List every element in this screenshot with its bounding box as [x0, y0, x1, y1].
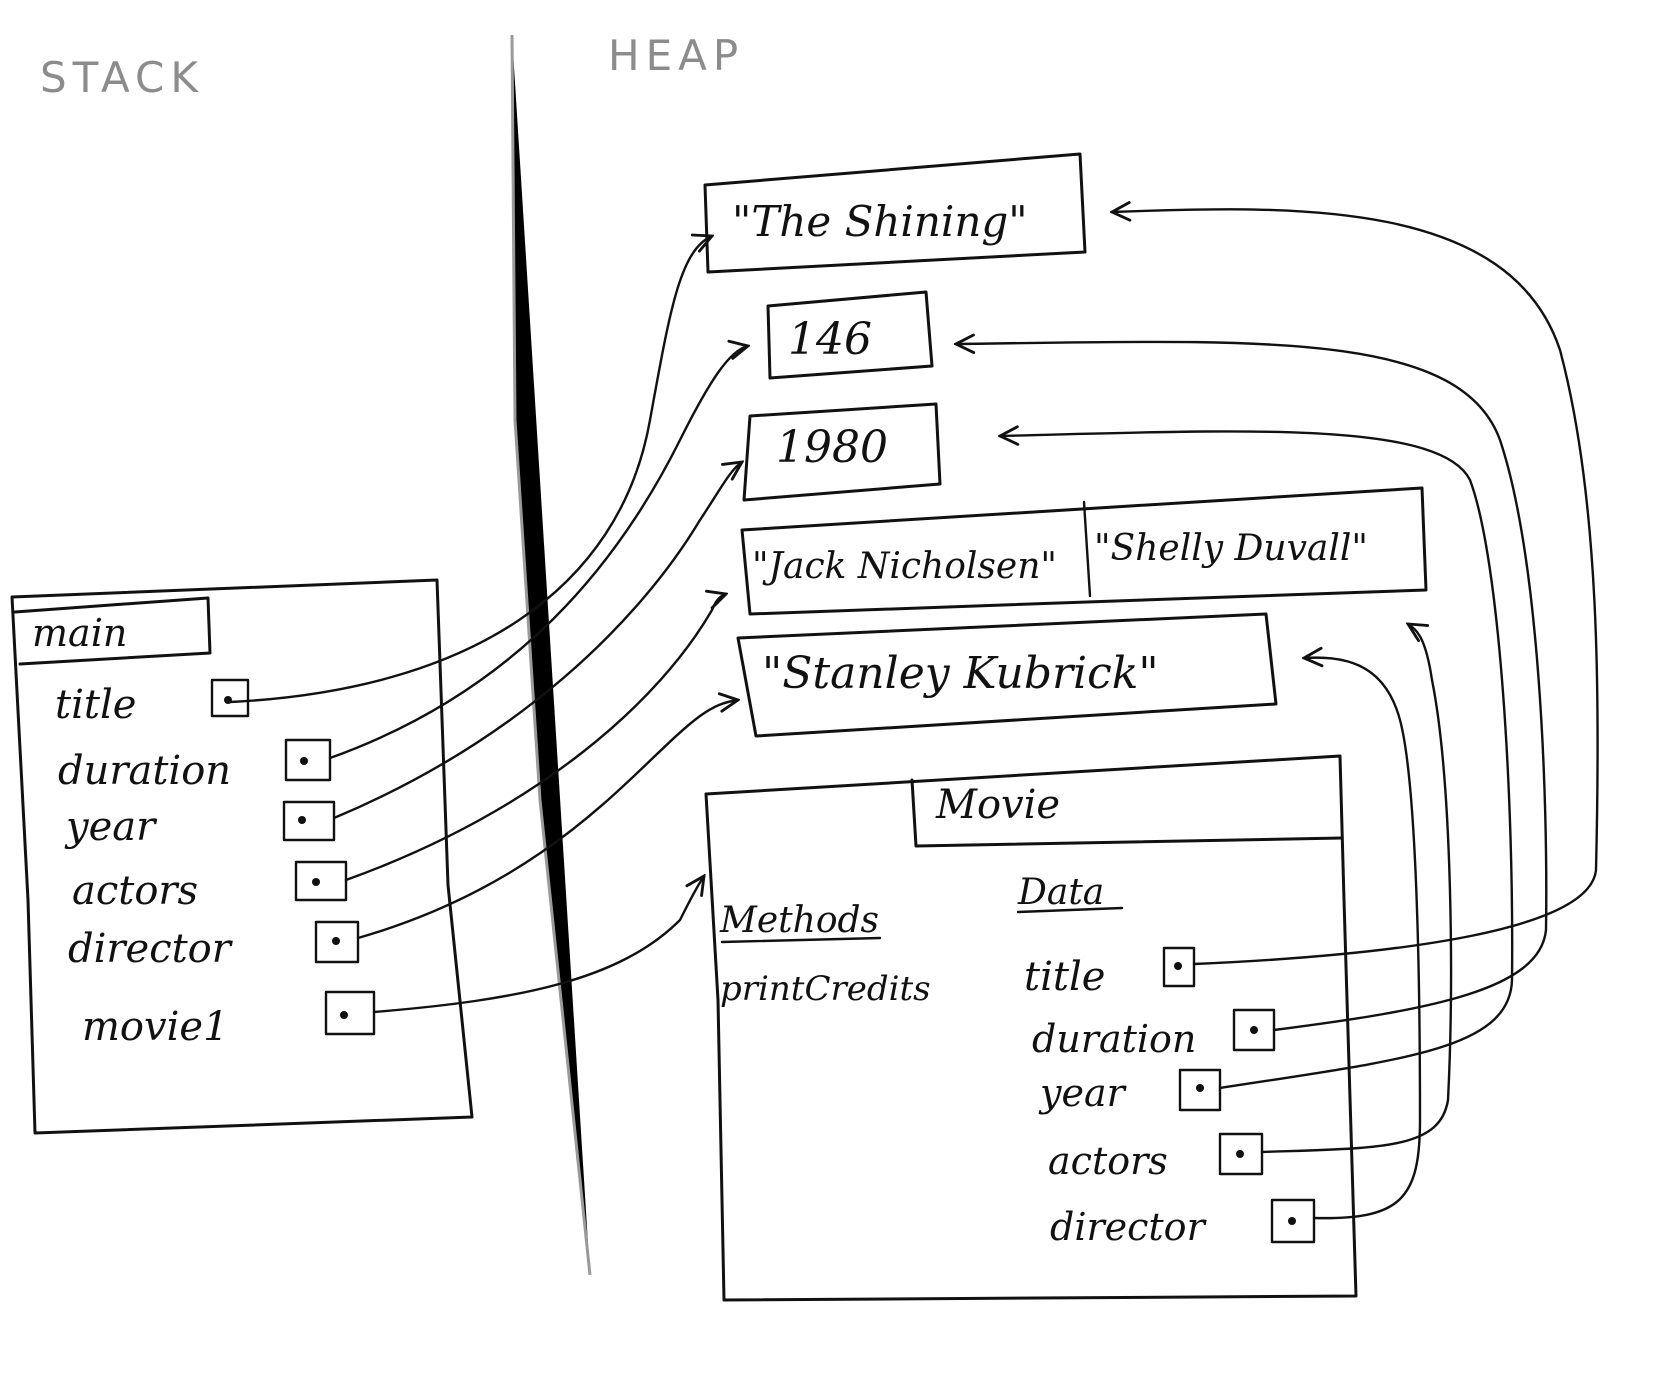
arrow-field-duration	[956, 342, 1548, 1032]
arrow-stack-title	[228, 236, 712, 704]
stack-var-duration: duration	[58, 748, 231, 794]
main-frame-label: main	[32, 611, 127, 655]
arrow-stack-actors	[344, 594, 726, 882]
stack-ref-movie1	[324, 990, 376, 1036]
heap-actors-box	[740, 486, 1428, 616]
movie-field-director: director	[1050, 1205, 1208, 1249]
arrow-stack-duration	[328, 346, 748, 760]
movie-field-title: title	[1024, 954, 1105, 1000]
movie-data-header: Data	[1017, 872, 1104, 913]
stack-heap-divider	[510, 34, 592, 1276]
stack-ref-year	[282, 800, 336, 842]
arrow-stack-year	[332, 462, 742, 820]
movie-methods-header: Methods	[719, 900, 879, 941]
stack-label: STACK	[40, 53, 204, 102]
heap-actor-2: "Shelly Duvall"	[1094, 528, 1368, 569]
stack-var-director: director	[68, 926, 234, 972]
arrow-field-year	[1000, 431, 1514, 1090]
movie-data-underline	[1016, 906, 1124, 914]
movie-ref-duration	[1232, 1008, 1276, 1052]
movie-ref-actors	[1218, 1132, 1264, 1176]
heap-label: HEAP	[608, 31, 744, 80]
heap-director-box	[736, 612, 1278, 738]
movie-method-printcredits: printCredits	[720, 969, 931, 1009]
heap-year-box	[742, 402, 942, 502]
main-frame-label-box	[13, 596, 212, 666]
stack-ref-duration	[284, 738, 332, 782]
movie-field-year: year	[1038, 1071, 1128, 1115]
movie-object-box	[704, 754, 1358, 1302]
movie-field-actors: actors	[1048, 1139, 1168, 1183]
stack-var-title: title	[55, 682, 136, 728]
movie-field-duration: duration	[1032, 1017, 1196, 1061]
arrow-stack-director	[356, 700, 738, 940]
heap-duration-value: 146	[788, 314, 872, 365]
arrow-field-director	[1304, 658, 1422, 1220]
heap-title-value: "The Shining"	[732, 197, 1028, 246]
arrow-field-title	[1112, 209, 1599, 966]
stack-var-movie1: movie1	[82, 1004, 229, 1050]
stack-var-year: year	[64, 804, 158, 850]
main-frame-box	[10, 578, 474, 1135]
movie-ref-title	[1162, 946, 1196, 988]
arrow-field-actors	[1260, 624, 1453, 1154]
heap-actor-1: "Jack Nicholsen"	[752, 546, 1057, 587]
heap-duration-box	[766, 290, 934, 380]
heap-actors-divider	[1082, 500, 1092, 598]
heap-year-value: 1980	[776, 422, 888, 473]
movie-class-label-box	[910, 778, 1344, 848]
heap-director-value: "Stanley Kubrick"	[762, 648, 1159, 699]
stack-ref-title	[210, 678, 250, 718]
movie-methods-underline	[720, 936, 882, 944]
movie-class-label: Movie	[935, 782, 1060, 828]
stack-ref-director	[314, 920, 360, 964]
movie-ref-director	[1270, 1198, 1316, 1244]
arrow-stack-movie1	[372, 876, 704, 1014]
stack-var-actors: actors	[72, 868, 198, 914]
stack-ref-actors	[294, 860, 348, 902]
movie-ref-year	[1178, 1068, 1222, 1112]
